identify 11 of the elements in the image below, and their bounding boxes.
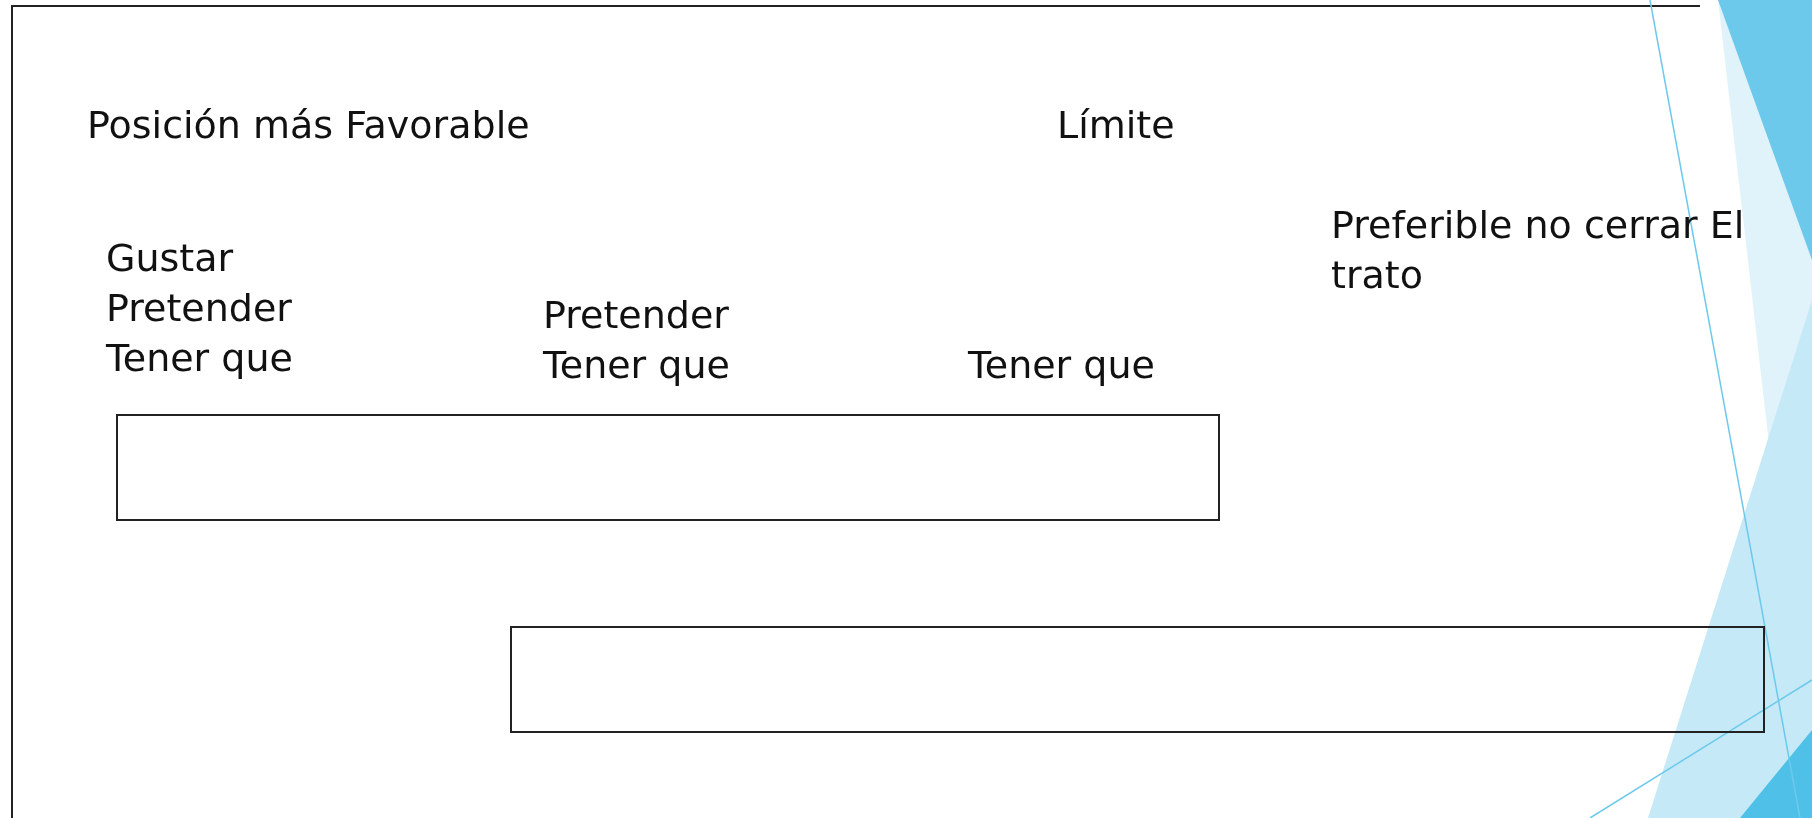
list-item: Tener que	[968, 342, 1155, 389]
empty-box	[116, 414, 1220, 521]
heading-text: Límite	[1057, 102, 1175, 149]
list-item: Pretender	[543, 292, 729, 339]
list-item: Gustar	[106, 235, 234, 282]
list-item: Pretender	[106, 285, 292, 332]
list-item: Tener que	[543, 342, 730, 389]
list-item: Tener que	[106, 335, 293, 382]
title-text: Posición más Favorable	[87, 102, 530, 149]
note-text: Preferible no cerrar El trato	[1331, 202, 1746, 299]
empty-box	[510, 626, 1765, 733]
